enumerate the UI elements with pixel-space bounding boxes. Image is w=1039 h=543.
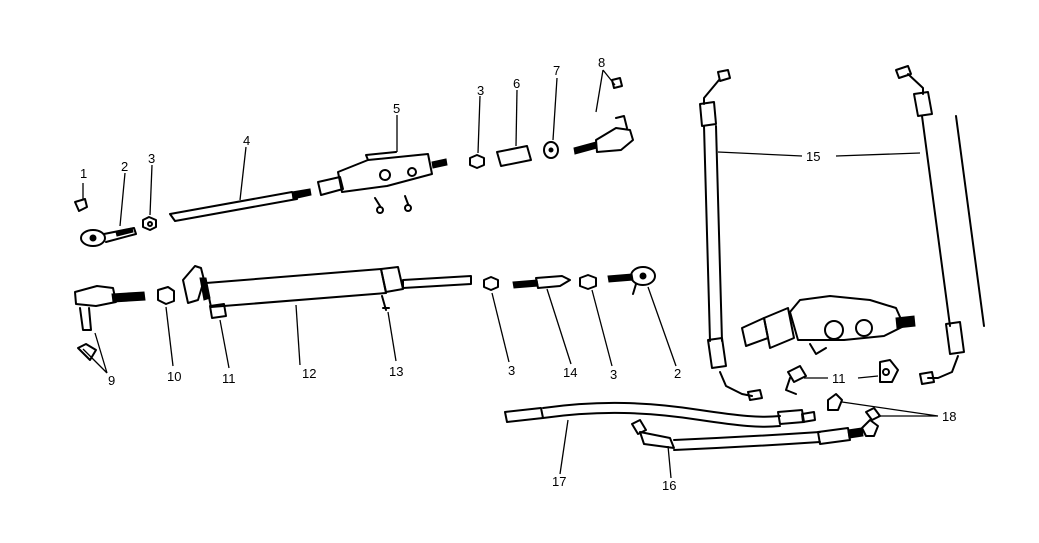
callout-16: 16 xyxy=(662,478,676,493)
part-10-washer xyxy=(157,286,175,367)
callout-9: 9 xyxy=(108,373,115,388)
part-17-hose xyxy=(504,401,816,475)
part-14-adjusting-sleeve xyxy=(512,275,572,365)
callout-4: 4 xyxy=(243,133,250,148)
callout-3-mid: 3 xyxy=(508,363,515,378)
callout-3-mid-right: 3 xyxy=(610,367,617,382)
part-7-washer xyxy=(543,77,559,159)
part-6-sleeve xyxy=(496,89,532,167)
part-15-hose-right xyxy=(717,65,985,385)
callout-3-top-left: 3 xyxy=(148,151,155,166)
callout-11-left: 11 xyxy=(222,371,236,386)
part-15-hose-left xyxy=(699,69,763,401)
callout-1: 1 xyxy=(80,166,87,181)
part-1-clip xyxy=(74,183,88,212)
part-9-tie-rod-end xyxy=(74,285,146,374)
callout-17: 17 xyxy=(552,474,566,489)
part-13-fitting xyxy=(381,295,397,362)
part-11-fittings-b xyxy=(785,359,899,395)
callout-3-top-mid: 3 xyxy=(477,83,484,98)
part-3-nut-d xyxy=(579,274,613,367)
part-5-control-valve xyxy=(317,115,448,214)
callout-13: 13 xyxy=(389,364,403,379)
part-12-power-cylinder xyxy=(182,265,472,366)
callout-6: 6 xyxy=(513,76,520,91)
callout-14: 14 xyxy=(563,365,577,380)
part-3-nut-b xyxy=(469,95,485,169)
callout-5: 5 xyxy=(393,101,400,116)
callout-2-mid: 2 xyxy=(674,366,681,381)
callout-11-right: 11 xyxy=(832,371,846,386)
part-2-ball-joint-eye-b xyxy=(607,266,677,367)
callout-2-top: 2 xyxy=(121,159,128,174)
callout-10: 10 xyxy=(167,369,181,384)
callout-12: 12 xyxy=(302,366,316,381)
part-8-tie-rod-end xyxy=(573,69,634,155)
callout-18: 18 xyxy=(942,409,956,424)
valve-body-assembly xyxy=(741,295,916,355)
callout-7: 7 xyxy=(553,63,560,78)
part-4-piston-rod xyxy=(169,146,312,222)
part-16-hose xyxy=(631,419,879,479)
part-2-ball-joint-eye xyxy=(80,172,137,247)
part-18-fittings xyxy=(827,393,939,421)
part-3-nut-c xyxy=(483,276,510,363)
callout-8: 8 xyxy=(598,55,605,70)
part-3-nut-a xyxy=(142,164,157,231)
part-11-fitting-a xyxy=(209,303,230,369)
callout-15: 15 xyxy=(806,149,820,164)
